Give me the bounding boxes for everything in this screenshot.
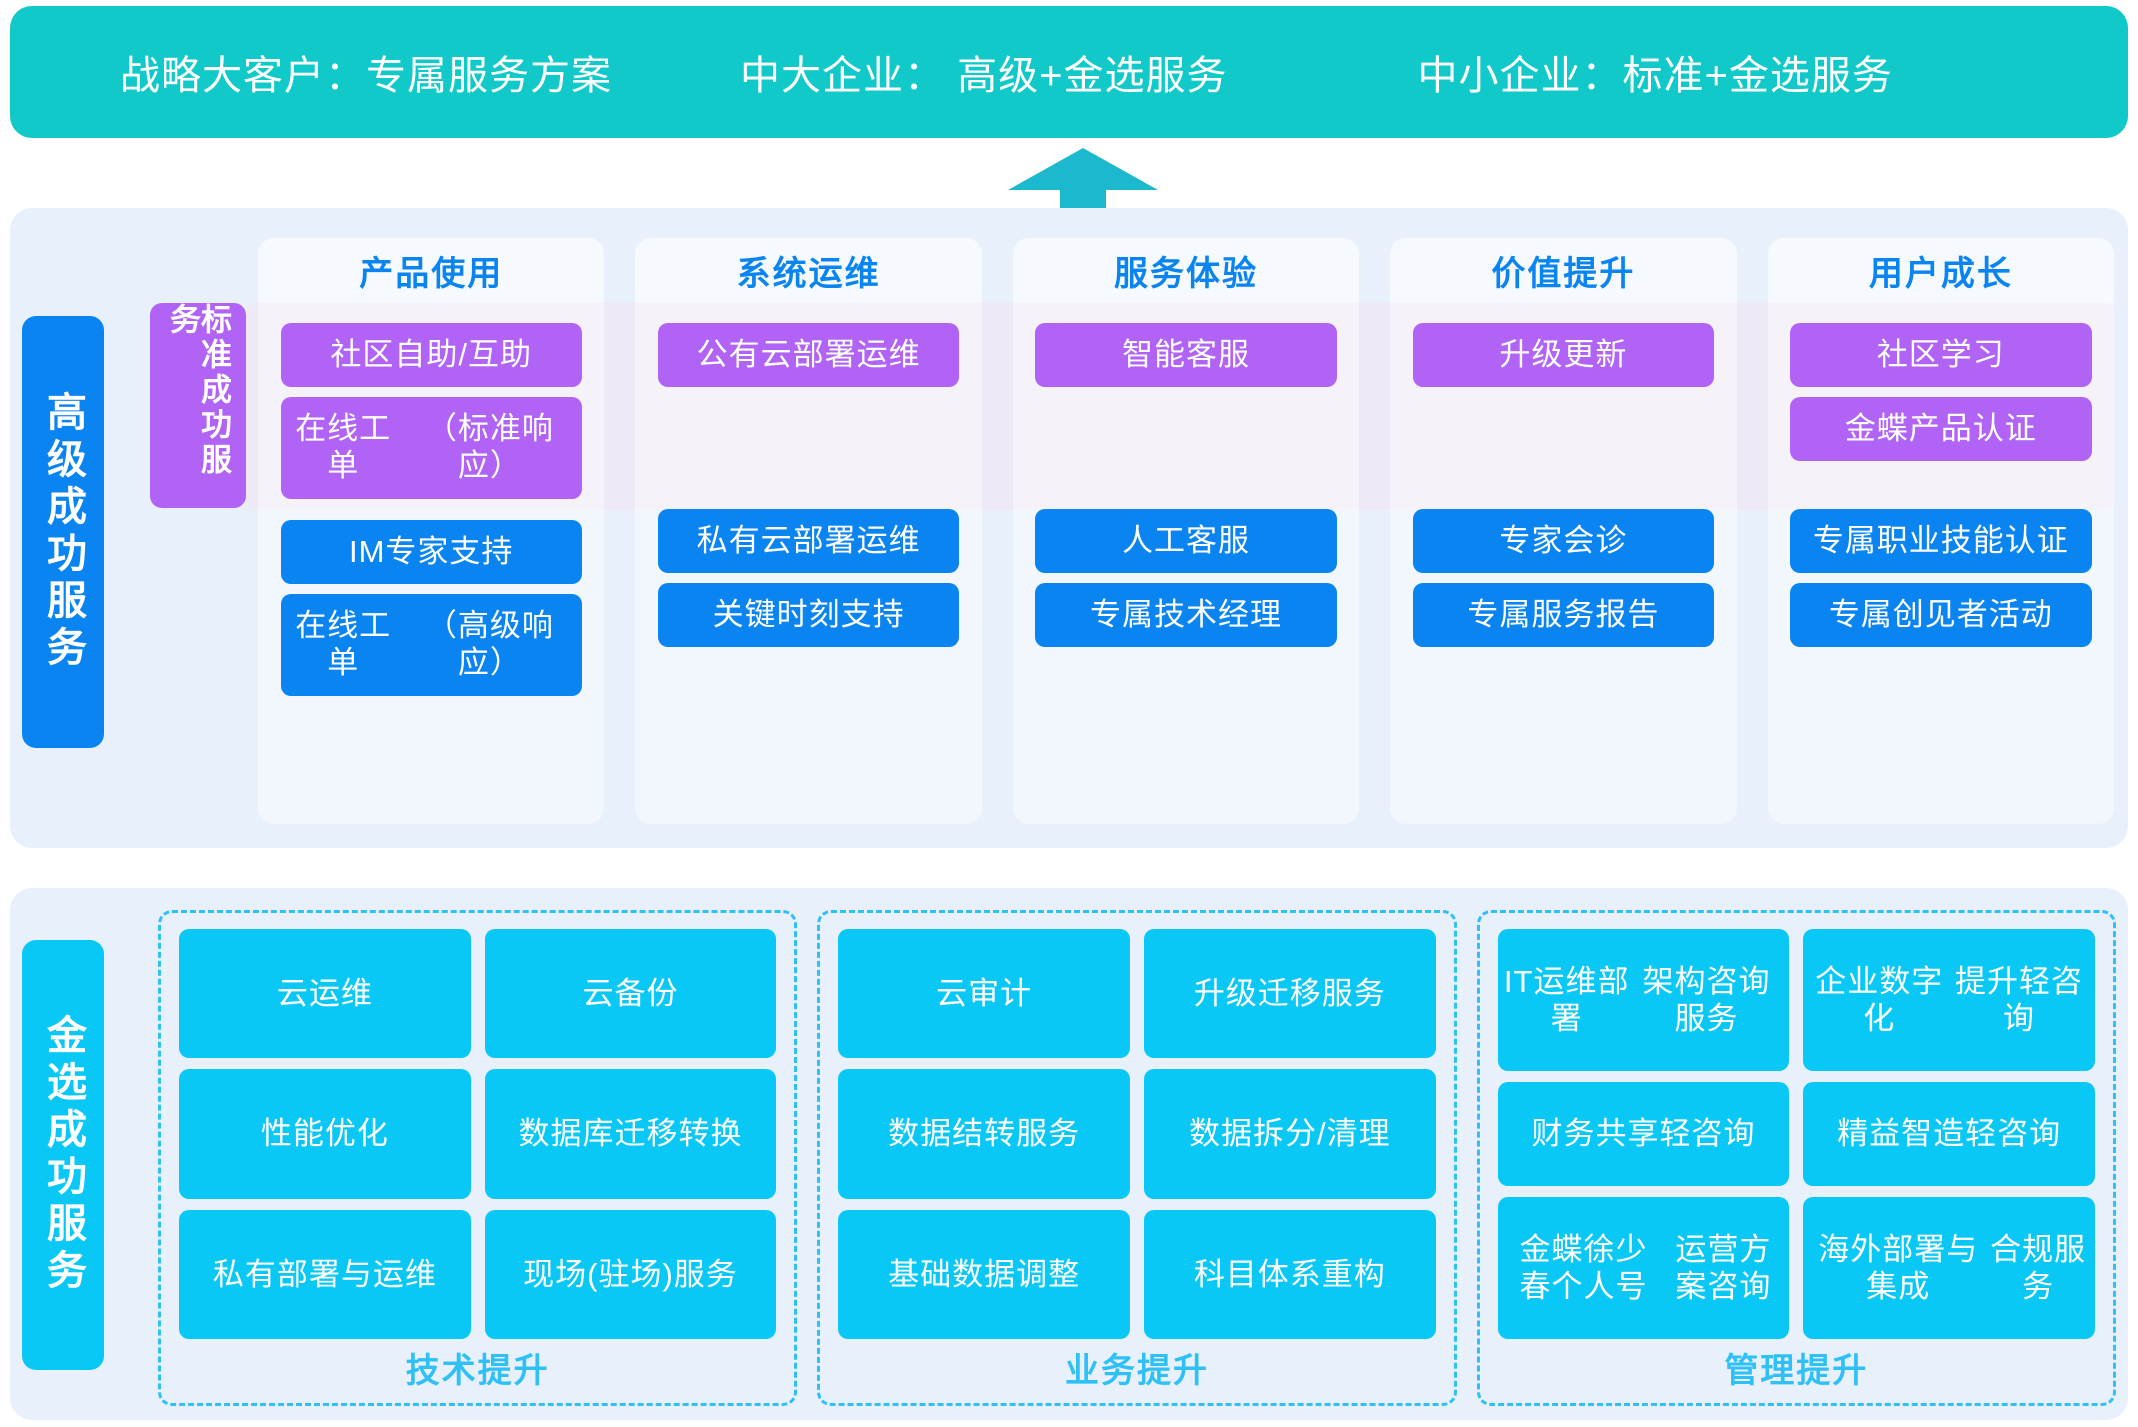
service-column-header-label: 系统运维 <box>736 255 881 293</box>
premium-service-chip[interactable]: 数据库迁移转换 <box>484 1069 777 1199</box>
service-column-header: 用户成长 <box>1767 238 2115 303</box>
up-arrow-head <box>1008 148 1158 190</box>
advanced-service-chip[interactable]: 专属职业技能认证 <box>1790 509 2092 573</box>
standard-service-chip[interactable]: 公有云部署运维 <box>657 323 960 387</box>
advanced-service-chip[interactable]: 专属服务报告 <box>1412 583 1715 647</box>
tag-standard-label: 标准成功服务 <box>165 303 231 478</box>
advanced-service-list: 人工客服专属技术经理 <box>1013 488 1359 671</box>
up-arrow-stem <box>1060 189 1106 211</box>
advanced-service-list: IM专家支持在线工单（高级响应） <box>258 499 604 720</box>
standard-service-chip[interactable]: 升级更新 <box>1412 323 1715 387</box>
standard-service-chip[interactable]: 在线工单（标准响应） <box>280 397 582 499</box>
advanced-service-list: 专属职业技能认证专属创见者活动 <box>1768 488 2114 671</box>
premium-service-chip[interactable]: 科目体系重构 <box>1143 1209 1436 1339</box>
standard-service-chip[interactable]: 智能客服 <box>1035 323 1337 387</box>
advanced-service-chip[interactable]: 关键时刻支持 <box>657 583 960 647</box>
premium-service-chip[interactable]: 金蝶徐少春个人号运营方案咨询 <box>1497 1197 1790 1339</box>
premium-service-chip[interactable]: 基础数据调整 <box>838 1209 1130 1339</box>
service-column: 产品使用社区自助/互助在线工单（标准响应）IM专家支持在线工单（高级响应） <box>258 238 605 824</box>
premium-service-chip[interactable]: 云审计 <box>838 929 1130 1059</box>
premium-service-group-title: 管理提升 <box>1724 1351 1869 1390</box>
service-column-header-label: 产品使用 <box>359 255 504 293</box>
advanced-service-chip[interactable]: 私有云部署运维 <box>657 509 960 573</box>
service-column-header-label: 服务体验 <box>1114 255 1259 293</box>
sidebar-premium-success-service: 金选成功服务 <box>22 940 104 1370</box>
advanced-success-service-panel: 高级成功服务 标准成功服务 产品使用社区自助/互助在线工单（标准响应）IM专家支… <box>10 208 2128 848</box>
service-column: 用户成长社区学习金蝶产品认证专属职业技能认证专属创见者活动 <box>1767 238 2115 824</box>
advanced-service-chip[interactable]: 专属技术经理 <box>1035 583 1337 647</box>
service-column: 价值提升升级更新专家会诊专属服务报告 <box>1390 238 1737 824</box>
premium-service-chip[interactable]: 云备份 <box>484 929 777 1059</box>
banner-item-large-enterprise: 中大企业： 高级+金选服务 <box>740 54 1228 98</box>
sidebar-advanced-label: 高级成功服务 <box>41 391 85 673</box>
sidebar-premium-label: 金选成功服务 <box>41 1014 85 1296</box>
premium-service-chip[interactable]: 财务共享轻咨询 <box>1497 1081 1790 1187</box>
advanced-service-chip[interactable]: 专家会诊 <box>1412 509 1715 573</box>
premium-service-chip[interactable]: IT运维部署架构咨询服务 <box>1497 929 1790 1071</box>
service-column: 服务体验智能客服人工客服专属技术经理 <box>1012 238 1360 824</box>
advanced-service-chip[interactable]: IM专家支持 <box>280 520 582 584</box>
up-arrow-icon <box>1008 148 1158 211</box>
premium-service-chip[interactable]: 私有部署与运维 <box>179 1209 471 1339</box>
standard-service-list: 社区自助/互助在线工单（标准响应） <box>258 303 604 499</box>
banner-item-sme: 中小企业：标准+金选服务 <box>1417 54 1893 98</box>
advanced-service-chip[interactable]: 人工客服 <box>1035 509 1337 573</box>
sidebar-advanced-success-service: 高级成功服务 <box>22 316 104 748</box>
service-column-header: 系统运维 <box>635 238 982 303</box>
premium-service-group-title: 技术提升 <box>405 1351 550 1390</box>
banner-item-strategic-accounts: 战略大客户：专属服务方案 <box>120 54 612 98</box>
advanced-service-list: 专家会诊专属服务报告 <box>1390 488 1736 671</box>
premium-service-chip[interactable]: 精益智造轻咨询 <box>1803 1081 2095 1187</box>
standard-service-chip[interactable]: 社区学习 <box>1790 323 2092 387</box>
premium-service-chip[interactable]: 数据拆分/清理 <box>1143 1069 1436 1199</box>
advanced-service-chip[interactable]: 在线工单（高级响应） <box>280 594 582 696</box>
premium-service-chip[interactable]: 云运维 <box>179 929 471 1059</box>
premium-service-chip[interactable]: 升级迁移服务 <box>1143 929 1436 1059</box>
premium-service-chip[interactable]: 性能优化 <box>179 1069 471 1199</box>
premium-service-chip[interactable]: 企业数字化提升轻咨询 <box>1803 929 2095 1071</box>
service-column-header: 价值提升 <box>1390 238 1737 303</box>
premium-service-groups: 云运维云备份性能优化数据库迁移转换私有部署与运维现场(驻场)服务技术提升云审计升… <box>158 910 2116 1406</box>
service-column-header-label: 用户成长 <box>1868 255 2013 293</box>
premium-service-chip[interactable]: 数据结转服务 <box>838 1069 1130 1199</box>
service-column-header: 服务体验 <box>1012 238 1360 303</box>
advanced-service-list: 私有云部署运维关键时刻支持 <box>635 488 981 671</box>
premium-service-grid: 云运维云备份性能优化数据库迁移转换私有部署与运维现场(驻场)服务 <box>179 929 777 1339</box>
premium-service-chip[interactable]: 现场(驻场)服务 <box>484 1209 777 1339</box>
standard-service-chip[interactable]: 社区自助/互助 <box>280 323 582 387</box>
service-columns: 产品使用社区自助/互助在线工单（标准响应）IM专家支持在线工单（高级响应）系统运… <box>258 238 2115 824</box>
standard-service-list: 升级更新 <box>1390 303 1736 488</box>
premium-service-group: IT运维部署架构咨询服务企业数字化提升轻咨询财务共享轻咨询精益智造轻咨询金蝶徐少… <box>1476 910 2116 1406</box>
standard-service-list: 社区学习金蝶产品认证 <box>1768 303 2114 488</box>
service-column-header: 产品使用 <box>258 238 605 303</box>
premium-service-grid: IT运维部署架构咨询服务企业数字化提升轻咨询财务共享轻咨询精益智造轻咨询金蝶徐少… <box>1497 929 2095 1339</box>
tag-standard-success-service: 标准成功服务 <box>150 303 246 508</box>
standard-service-chip[interactable]: 金蝶产品认证 <box>1790 397 2092 461</box>
service-column-header-label: 价值提升 <box>1491 255 1636 293</box>
premium-service-grid: 云审计升级迁移服务数据结转服务数据拆分/清理基础数据调整科目体系重构 <box>838 929 1436 1339</box>
premium-service-chip[interactable]: 海外部署与集成合规服务 <box>1803 1197 2095 1339</box>
customer-tier-banner: 战略大客户：专属服务方案 中大企业： 高级+金选服务 中小企业：标准+金选服务 <box>10 6 2128 138</box>
premium-service-group: 云审计升级迁移服务数据结转服务数据拆分/清理基础数据调整科目体系重构业务提升 <box>817 910 1457 1406</box>
service-column: 系统运维公有云部署运维私有云部署运维关键时刻支持 <box>635 238 982 824</box>
premium-service-group: 云运维云备份性能优化数据库迁移转换私有部署与运维现场(驻场)服务技术提升 <box>158 910 798 1406</box>
standard-service-list: 公有云部署运维 <box>635 303 981 488</box>
premium-success-service-panel: 金选成功服务 云运维云备份性能优化数据库迁移转换私有部署与运维现场(驻场)服务技… <box>10 888 2128 1420</box>
advanced-service-chip[interactable]: 专属创见者活动 <box>1790 583 2092 647</box>
standard-service-list: 智能客服 <box>1013 303 1359 488</box>
premium-service-group-title: 业务提升 <box>1064 1351 1209 1390</box>
